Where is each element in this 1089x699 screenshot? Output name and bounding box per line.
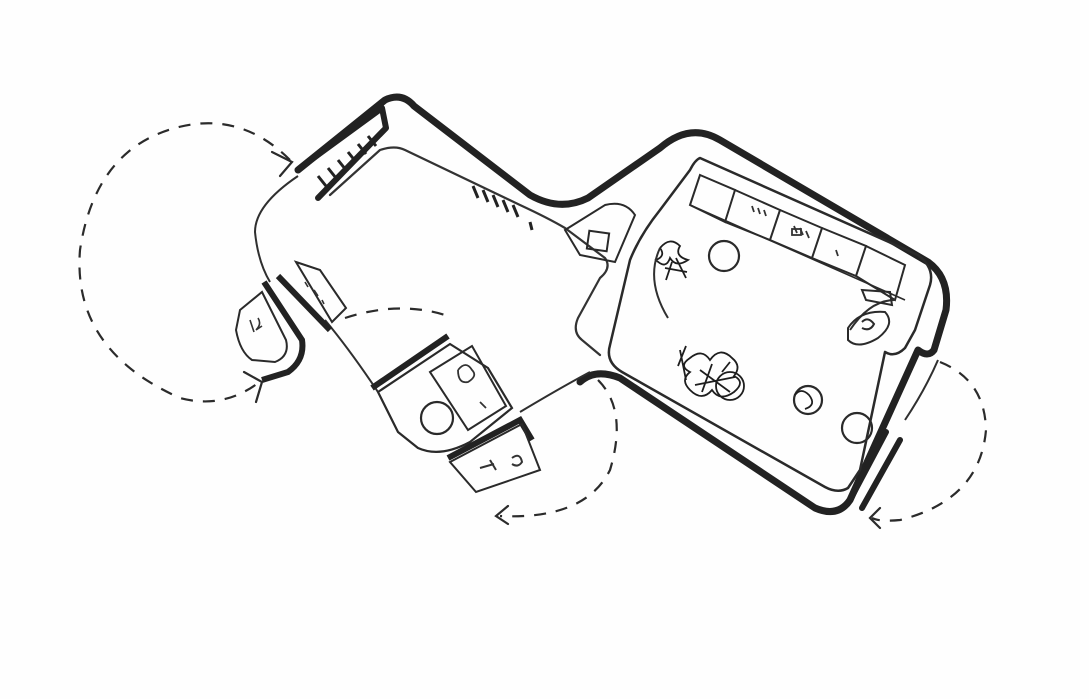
arrowheads	[242, 150, 882, 530]
door-swing-arcs	[78, 122, 988, 522]
window-bay-marks	[751, 205, 839, 257]
main-plan-outline	[294, 93, 951, 516]
left-kiosk-pod	[234, 260, 348, 383]
corridor-wing-inner-outline	[328, 146, 609, 357]
room-bottom-right-wall	[847, 429, 903, 511]
corridor-thick-wall-segment	[297, 105, 389, 201]
center-counter-pod	[370, 333, 542, 494]
seating-circles	[419, 239, 874, 445]
lounge-room-inner-outline	[607, 156, 933, 492]
window-seat-inset	[847, 288, 894, 346]
corridor-niche	[563, 202, 637, 264]
plant-scribbles	[654, 240, 814, 410]
window-bay-cells	[688, 173, 907, 302]
